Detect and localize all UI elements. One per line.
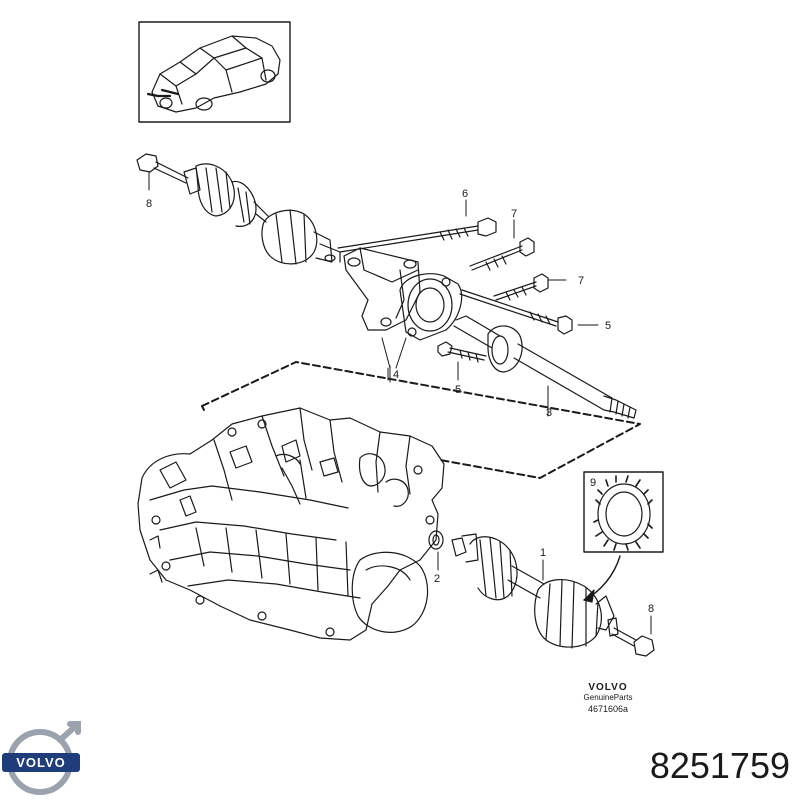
callout-8-lower: 8 (648, 603, 654, 615)
callout-5-right: 5 (605, 320, 611, 332)
volvo-logo: VOLVO (2, 721, 81, 795)
callout-8-upper: 8 (146, 198, 152, 210)
bracket-4 (343, 247, 421, 331)
callout-3: 3 (546, 407, 552, 419)
bearing-housing (399, 273, 463, 341)
drive-shaft-1 (451, 533, 637, 649)
callout-7-upper: 7 (511, 208, 517, 220)
bolt-5-lower (437, 341, 487, 363)
genuine-parts-text: GenuineParts (584, 693, 633, 702)
logo-text: VOLVO (16, 755, 66, 770)
seal-2 (428, 530, 444, 550)
callout-6: 6 (462, 188, 468, 200)
abs-ring-inset (583, 471, 664, 603)
gearbox-housing (137, 407, 445, 641)
callout-1: 1 (540, 547, 546, 559)
brand-text: VOLVO (588, 682, 627, 693)
genuine-parts-block: VOLVO GenuineParts 4671606a (584, 682, 633, 714)
dashed-boundary (201, 361, 641, 479)
callout-2: 2 (434, 573, 440, 585)
bolt-6 (337, 217, 497, 253)
drawing-number: 4671606a (588, 704, 628, 714)
bolt-7-lower (493, 273, 549, 301)
car-thumbnail (138, 21, 291, 123)
callout-4: 4 (393, 369, 399, 381)
bolt-8-upper (136, 153, 189, 184)
inner-cv-joint-upper (261, 209, 341, 265)
part-number: 8251759 (650, 745, 790, 786)
callout-9: 9 (590, 477, 596, 489)
bolt-8-lower (633, 635, 655, 657)
callout-7-lower: 7 (578, 275, 584, 287)
bolt-5-right (459, 289, 573, 335)
outer-cv-joint-upper (183, 163, 269, 227)
intermediate-shaft-3 (453, 315, 637, 419)
callout-labels: 8 6 7 7 5 4 5 3 9 1 2 8 (146, 188, 654, 615)
callout-5-lower: 5 (455, 384, 461, 396)
bolt-7-upper (469, 237, 535, 271)
